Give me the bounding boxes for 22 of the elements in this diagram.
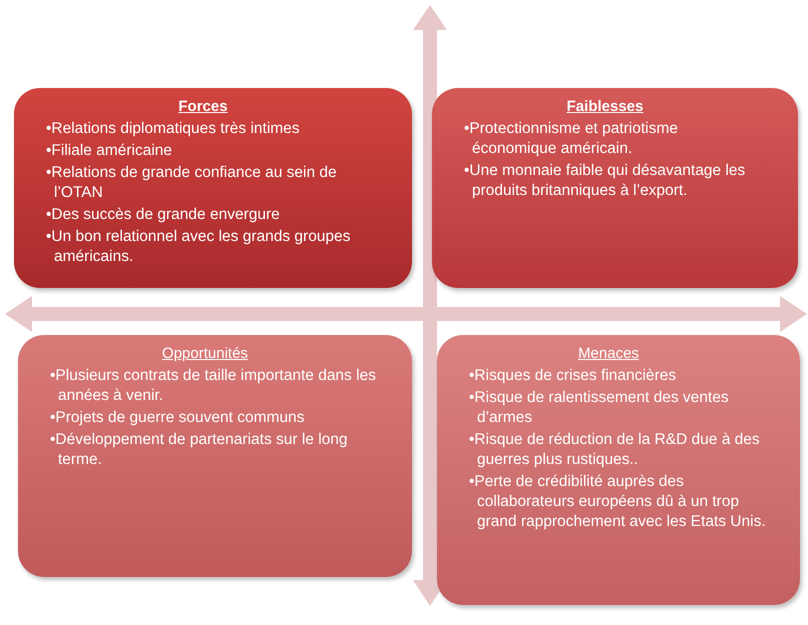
quadrant-heading: Menaces <box>578 345 639 362</box>
quadrant-heading: Faiblesses <box>566 98 644 115</box>
bullet-point: •Projets de guerre souvent communs <box>50 408 306 428</box>
bullet-point: •Relations de grande confiance au sein de l’OTAN <box>46 163 338 203</box>
bullet-point: •Risques de crises financières <box>469 366 678 386</box>
quadrant-heading: Opportunités <box>162 345 248 362</box>
swot-quadrant <box>437 335 800 605</box>
quadrant-heading: Forces <box>178 98 228 115</box>
bullet-point: •Une monnaie faible qui désavantage les produits britanniques à l’export. <box>464 161 746 201</box>
swot-quadrant <box>432 88 798 288</box>
bullet-point: •Développement de partenariats sur le long terme. <box>50 430 349 470</box>
bullet-point: •Un bon relationnel avec les grands groupes américains. <box>46 227 352 267</box>
bullet-point: •Risque de réduction de la R&D due à des guerres plus rustiques.. <box>469 430 761 470</box>
bullet-point: •Risque de ralentissement des ventes d’armes <box>469 388 730 428</box>
bullet-point: •Des succès de grande envergure <box>46 205 281 225</box>
bullet-point: •Protectionnisme et patriotisme économique américain. <box>464 119 679 159</box>
bullet-point: •Relations diplomatiques très intimes <box>46 119 301 139</box>
bullet-point: •Filiale américaine <box>46 141 174 161</box>
bullet-point: •Plusieurs contrats de taille importante dans les années à venir. <box>50 366 377 406</box>
bullet-point: •Perte de crédibilité auprès des collaborateurs européens dû à un trop grand rapprochement avec les Etats Unis. <box>469 472 766 532</box>
swot-quadrant <box>14 88 412 288</box>
swot-quadrant <box>18 335 412 577</box>
